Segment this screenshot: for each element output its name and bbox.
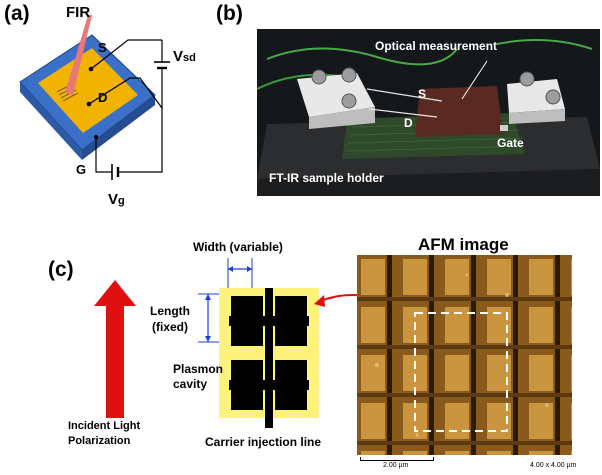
source-label: S <box>98 40 107 55</box>
sample-holder-photo: Optical measurement S D Gate FT-IR sampl… <box>257 29 600 196</box>
substrate-side <box>20 82 82 160</box>
substrate-front <box>82 95 155 160</box>
panel-c-label: (c) <box>48 258 74 281</box>
vg-main: V <box>108 191 119 208</box>
length-label: Length (fixed) <box>150 303 190 335</box>
gate-wire <box>95 137 112 173</box>
afm-selection-box <box>414 312 508 432</box>
gate-label: G <box>76 162 87 177</box>
device-schematic <box>19 15 170 180</box>
panel-a-label: (a) <box>4 2 30 25</box>
plasmon-label: Plasmon cavity <box>173 362 223 392</box>
width-dimension <box>227 258 253 292</box>
afm-image <box>357 255 572 455</box>
carrier-line <box>265 288 273 428</box>
fir-label: FIR <box>66 4 91 21</box>
vg-subscript: g <box>118 195 125 207</box>
holder-label: FT-IR sample holder <box>269 171 384 185</box>
scan-size-label: 4.00 x 4.00 µm <box>530 462 577 469</box>
polarization-label: Incident Light Polarization <box>68 419 140 449</box>
polarization-line2: Polarization <box>68 435 131 447</box>
polarization-line1: Incident Light <box>68 420 141 432</box>
polarization-arrow <box>94 280 136 418</box>
drain-label: D <box>98 90 108 105</box>
scale-bar <box>360 457 434 461</box>
photo-drawing <box>257 29 600 196</box>
vg-return-wire <box>118 108 163 173</box>
optical-measurement-label: Optical measurement <box>375 39 498 53</box>
source-wire <box>90 39 162 70</box>
gold-channel <box>38 48 138 133</box>
vg-label: Vg <box>108 191 125 208</box>
carrier-label: Carrier injection line <box>205 435 322 449</box>
width-label: Width (variable) <box>193 240 283 254</box>
vsd-main: V <box>173 48 184 65</box>
panel-b-label: (b) <box>216 2 243 25</box>
fir-beam <box>65 15 92 95</box>
scale-bar-label: 2.00 µm <box>383 462 409 469</box>
drain-wire <box>88 68 163 110</box>
afm-drawing <box>357 255 572 455</box>
photo-drain-label: D <box>404 116 413 130</box>
plasmon-line2: cavity <box>173 377 208 391</box>
afm-title: AFM image <box>418 235 509 254</box>
vsd-subscript: sd <box>183 52 196 64</box>
length-line1: Length <box>150 304 190 318</box>
length-line2: (fixed) <box>152 320 188 334</box>
cavity-schematic <box>219 288 319 428</box>
photo-gate-label: Gate <box>497 136 524 150</box>
vsd-label: Vsd <box>173 48 196 65</box>
photo-source-label: S <box>418 87 427 101</box>
plasmon-line1: Plasmon <box>173 362 224 376</box>
sample-chip <box>415 86 503 137</box>
